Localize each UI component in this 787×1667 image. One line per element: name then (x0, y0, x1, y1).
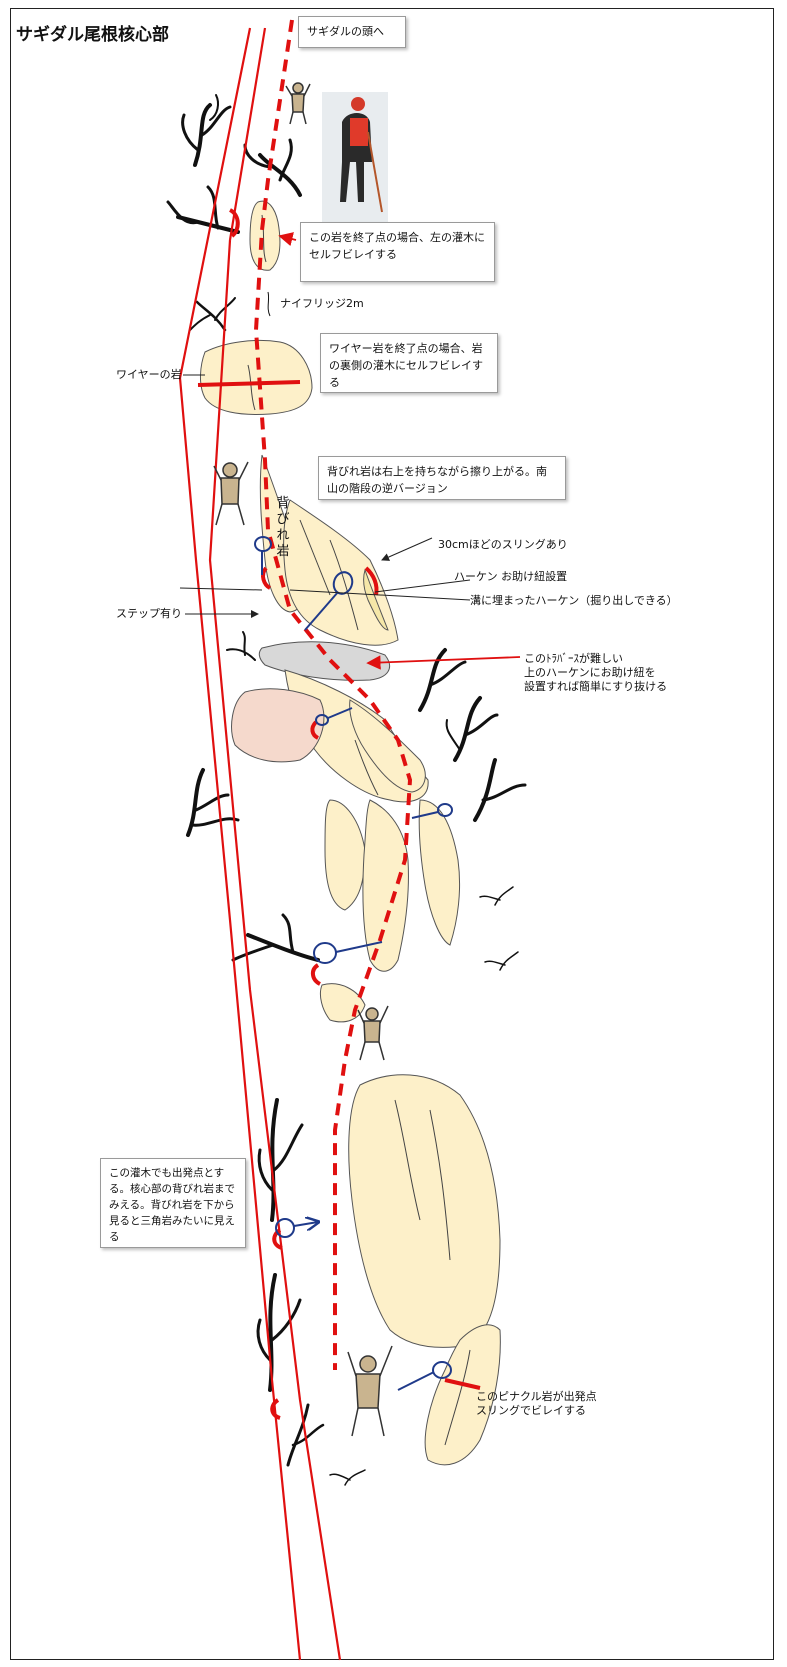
lower-block (319, 983, 366, 1023)
anchor-mark (310, 720, 320, 740)
climbing-route (253, 19, 413, 1370)
shrub-icon (484, 951, 519, 971)
shrub-icon (181, 94, 232, 167)
yellow-sliver (363, 568, 389, 631)
shrub-icon (189, 297, 236, 332)
arrow (374, 579, 471, 593)
label-sling-30cm: 30cmほどのスリングあり (438, 538, 568, 551)
anchor-mark (272, 1228, 283, 1250)
pointer-arrows (179, 232, 521, 670)
label-haken-rope: ハーケン お助け紐設置 (454, 570, 568, 583)
rock-faces (200, 200, 501, 1466)
cracks (247, 214, 471, 1446)
shrub-icon (329, 1469, 366, 1486)
callout-wire-end: ワイヤー岩を終了点の場合、岩の裏側の灌木にセルフビレイする (320, 333, 498, 393)
shrub-icon (257, 1098, 304, 1222)
grey-slab (258, 641, 390, 681)
lower-pillars (324, 799, 366, 911)
callout-to-head: サギダルの頭へ (298, 16, 406, 48)
right-pillar (418, 799, 461, 946)
label-traverse-3: 設置すれば簡単にすり抜ける (524, 680, 668, 693)
sling-ring (315, 714, 329, 726)
anchor-mark (444, 1378, 481, 1390)
label-wire-rock: ワイヤーの岩 (116, 368, 182, 381)
right-ridge-line (228, 27, 267, 241)
shrub-icon (479, 886, 514, 906)
anchor-mark (311, 963, 322, 986)
diagram-frame (10, 8, 774, 1660)
anchor-mark (270, 1398, 281, 1420)
knife-ridge-line (267, 291, 271, 317)
pink-rock (231, 688, 325, 763)
anchor-mark (261, 566, 272, 590)
big-lower-rock (348, 1074, 501, 1348)
shrub-icon (231, 913, 320, 962)
slings (254, 536, 453, 1391)
sling-ring (437, 803, 453, 817)
sling-ring (313, 942, 337, 964)
mid-crack-zone (349, 699, 426, 793)
label-groove-haken: 溝に埋まったハーケン（掘り出しできる） (470, 594, 678, 607)
arrow (366, 655, 521, 670)
callout-sebire-note: 背びれ岩は右上を持ちながら擦り上がる。南山の階段の逆バージョン (318, 456, 566, 500)
callout-shrub-start: この灌木でも出発点とする。核心部の背びれ岩までみえる。背びれ岩を下から見ると三角… (100, 1158, 246, 1248)
climbers (213, 82, 393, 1437)
callout-end-rock: この岩を終了点の場合、左の灌木にセルフビレイする (300, 222, 495, 282)
sling-ring (332, 571, 354, 595)
arrow (278, 232, 297, 247)
wire-rock (200, 339, 313, 415)
arrow (179, 587, 263, 591)
label-traverse-1: このﾄﾗﾊﾞｰｽが難しい (524, 652, 623, 665)
label-traverse-2: 上のハーケンにお助け紐を (524, 666, 656, 679)
shrub-icon (226, 631, 256, 661)
climber-icon (213, 461, 249, 526)
shrub-icon (286, 1403, 325, 1467)
label-knife-ridge: ナイフリッジ2m (280, 297, 364, 310)
sling-ring (275, 1218, 295, 1238)
sling-ring (432, 1361, 452, 1379)
anchor-mark (228, 208, 240, 238)
label-sebire-rock: 背びれ岩 (276, 496, 290, 559)
end-rock (249, 200, 281, 271)
anchor-marks (197, 208, 481, 1420)
page-title: サギダル尾根核心部 (16, 25, 169, 45)
shrubs (166, 94, 527, 1486)
shrub-icon (166, 185, 240, 234)
anchor-mark (364, 566, 379, 596)
climber-icon (285, 82, 311, 125)
shrub-icon (473, 758, 527, 822)
arrow (289, 589, 471, 601)
ridge-lines (178, 27, 342, 1661)
shrub-icon (445, 696, 499, 762)
climber-icon (347, 1345, 393, 1437)
anchor-mark (197, 380, 301, 387)
center-ridge-line (208, 239, 342, 1661)
photo-climber (322, 92, 388, 224)
arrow (381, 537, 433, 561)
pinnacle-rock (424, 1324, 501, 1466)
climber-icon (357, 1005, 389, 1061)
label-pinnacle-1: このピナクル岩が出発点 (476, 1390, 597, 1403)
label-step: ステップ有り (116, 607, 182, 620)
label-pinnacle-2: スリングでビレイする (476, 1404, 586, 1417)
shrub-icon (418, 648, 467, 712)
left-ridge-line (178, 27, 302, 1661)
